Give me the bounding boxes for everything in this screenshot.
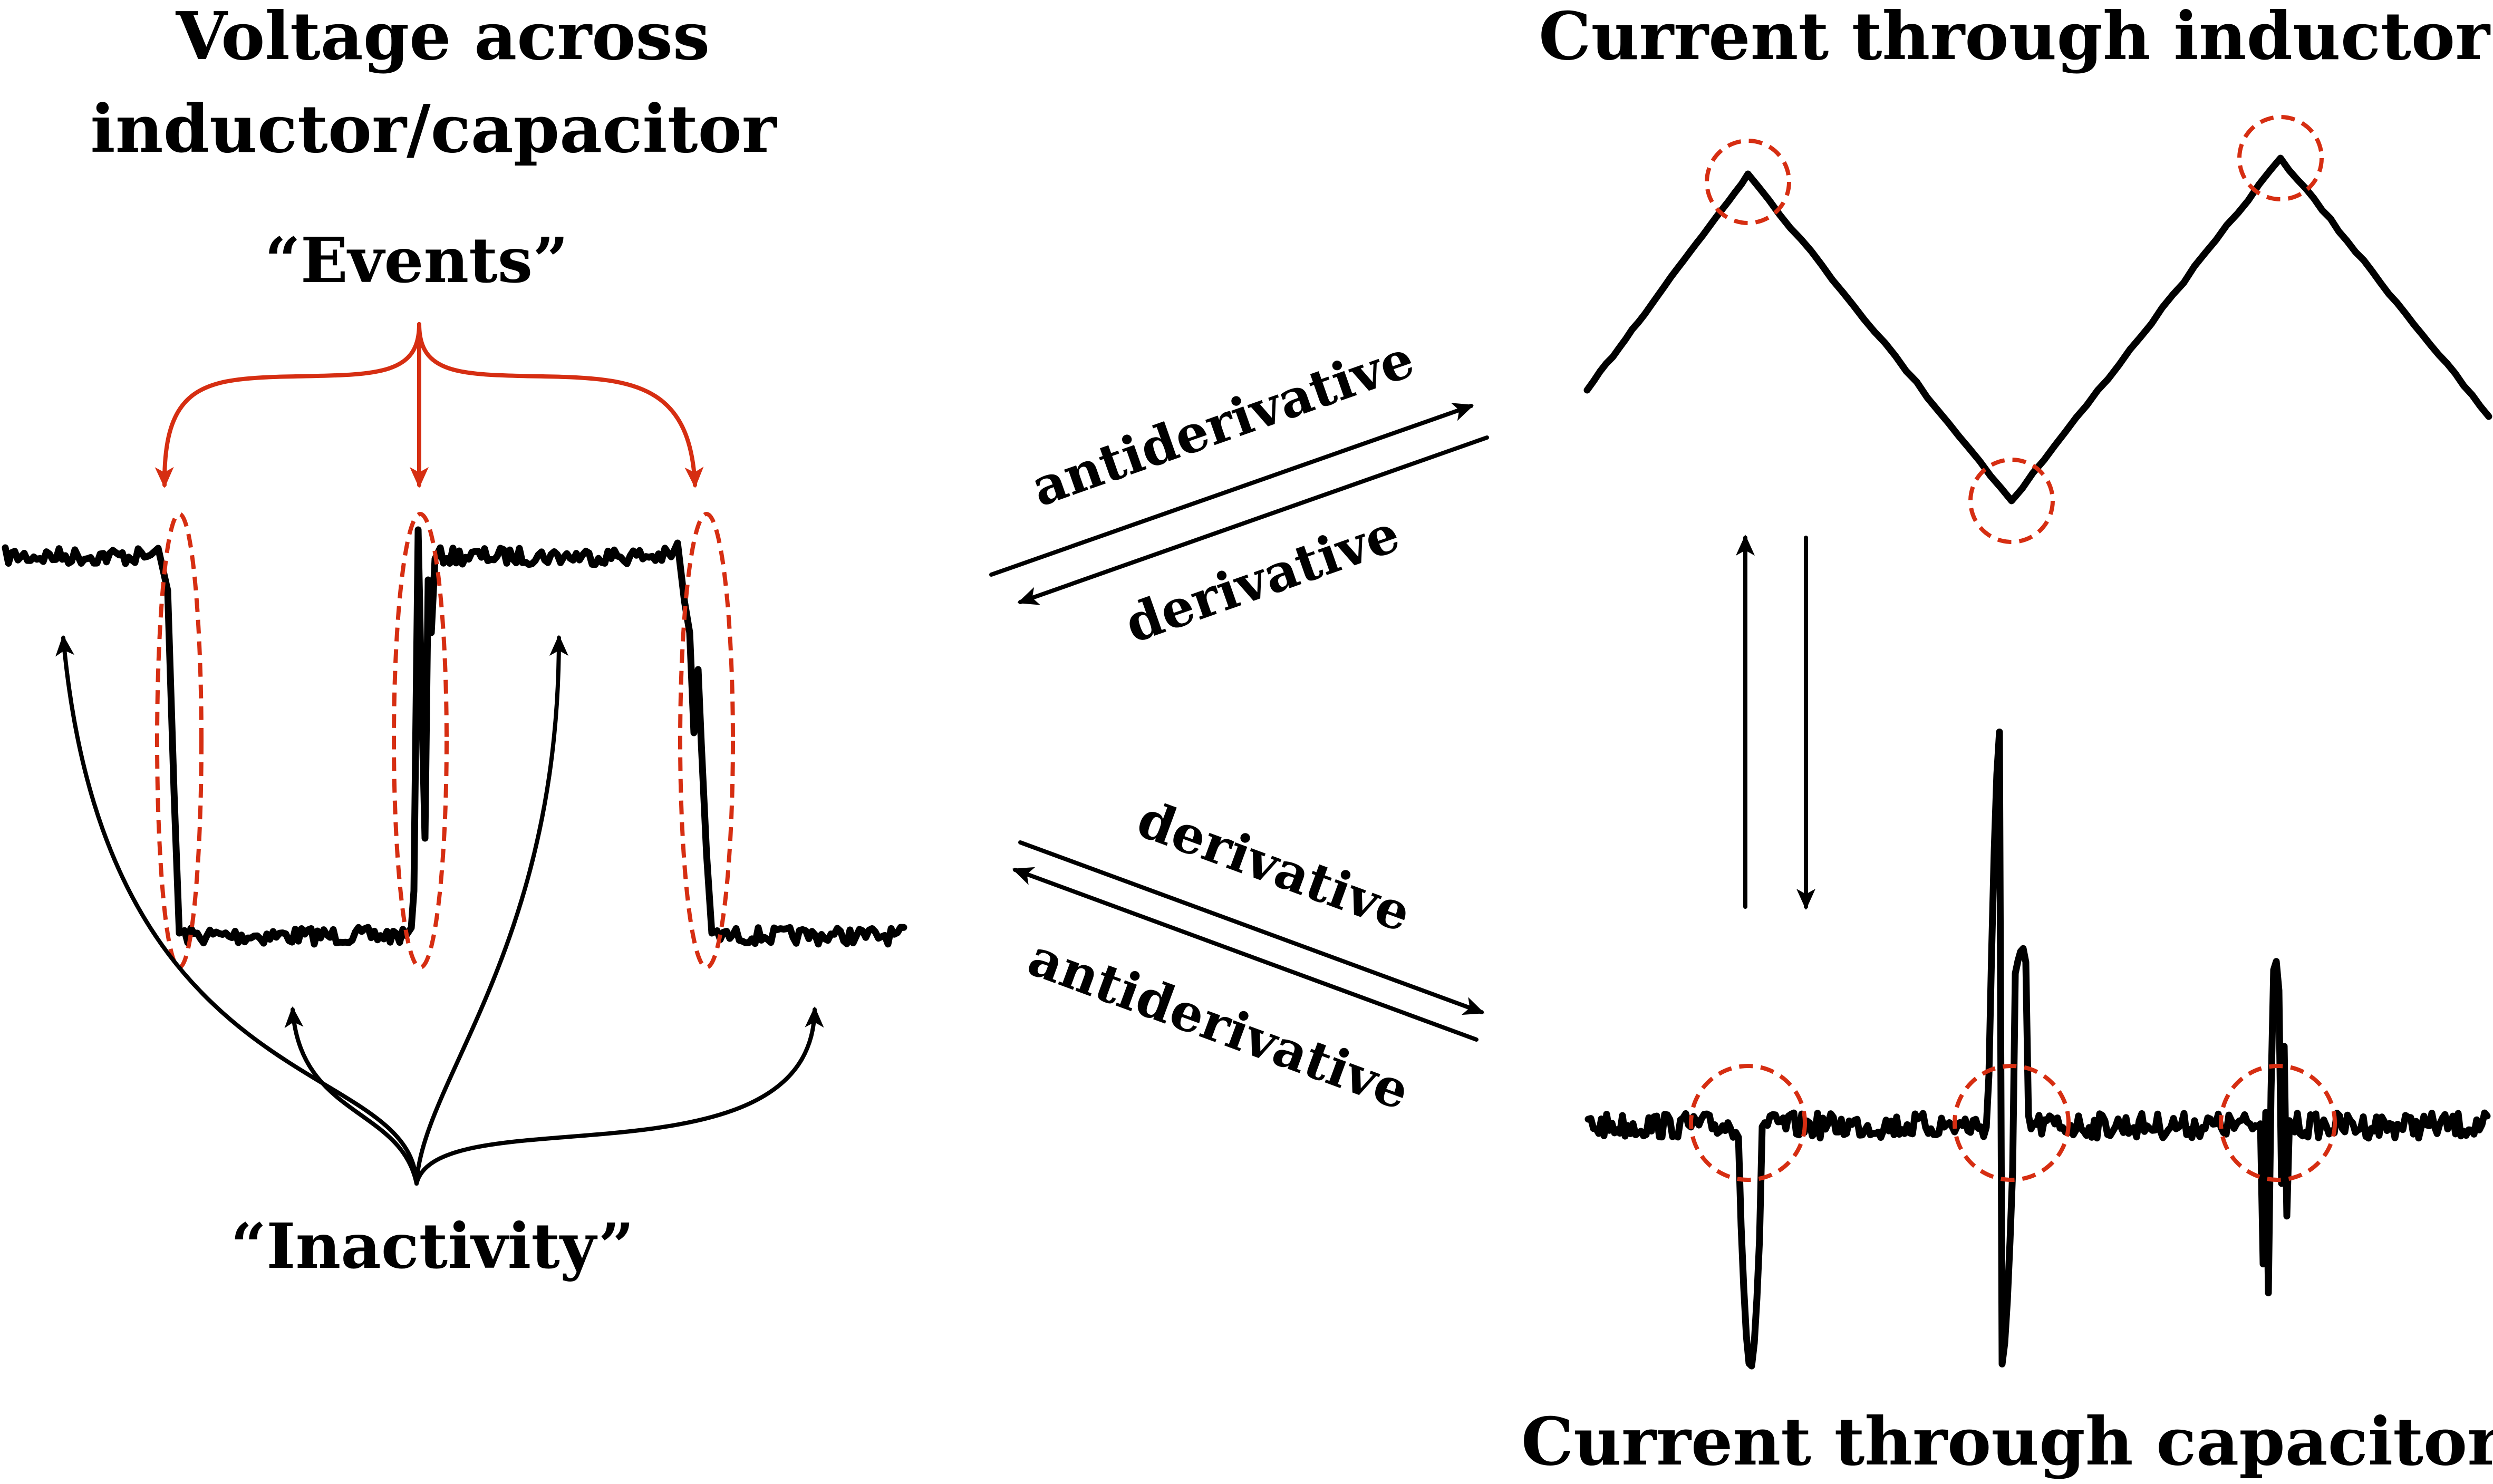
voltage-event-ring-3 (678, 512, 735, 969)
capacitor-title: Current through capacitor (1521, 1403, 2493, 1480)
inductor-peak-ring-1 (1705, 139, 1791, 225)
inactivity-arrow-3 (414, 635, 568, 1186)
inductor-peak-ring-2 (2237, 115, 2324, 201)
capacitor-trace (1584, 729, 2491, 1370)
events-label: “Events” (265, 224, 568, 297)
voltage-title-line2: inductor/capacitor (90, 91, 778, 168)
upper-antiderivative-arrow (989, 403, 1474, 577)
lower-derivative-arrow (1018, 840, 1485, 1015)
inactivity-arrow-2 (284, 1006, 419, 1186)
capacitor-event-ring-2 (1953, 1064, 2071, 1182)
voltage-title-line1: Voltage across (176, 0, 710, 75)
inductor-title: Current through inductor (1539, 0, 2491, 75)
upper-derivative-label: derivative (1117, 503, 1407, 655)
inactivity-arrows (55, 635, 824, 1186)
voltage-event-ring-2 (392, 512, 449, 969)
inductor-trough-ring (1968, 458, 2055, 544)
lower-antiderivative-label: antiderivative (1020, 927, 1417, 1122)
inactivity-arrow-4 (414, 1006, 824, 1186)
capacitor-event-ring-1 (1689, 1064, 1807, 1182)
events-brace-left-arm (154, 322, 421, 488)
inactivity-label: “Inactivity” (230, 1209, 634, 1283)
voltage-event-ring-1 (155, 512, 204, 969)
inductor-trace (1583, 154, 2492, 505)
upper-derivative-arrow (1017, 435, 1489, 605)
voltage-trace (2, 526, 907, 948)
capacitor-event-ring-3 (2219, 1064, 2337, 1182)
lower-derivative-label: derivative (1129, 789, 1418, 944)
upper-antiderivative-label: antiderivative (1024, 328, 1422, 519)
events-brace (154, 322, 704, 488)
lower-antiderivative-arrow (1012, 867, 1479, 1042)
events-brace-right-arm (417, 322, 704, 488)
inactivity-arrow-1 (55, 635, 419, 1186)
